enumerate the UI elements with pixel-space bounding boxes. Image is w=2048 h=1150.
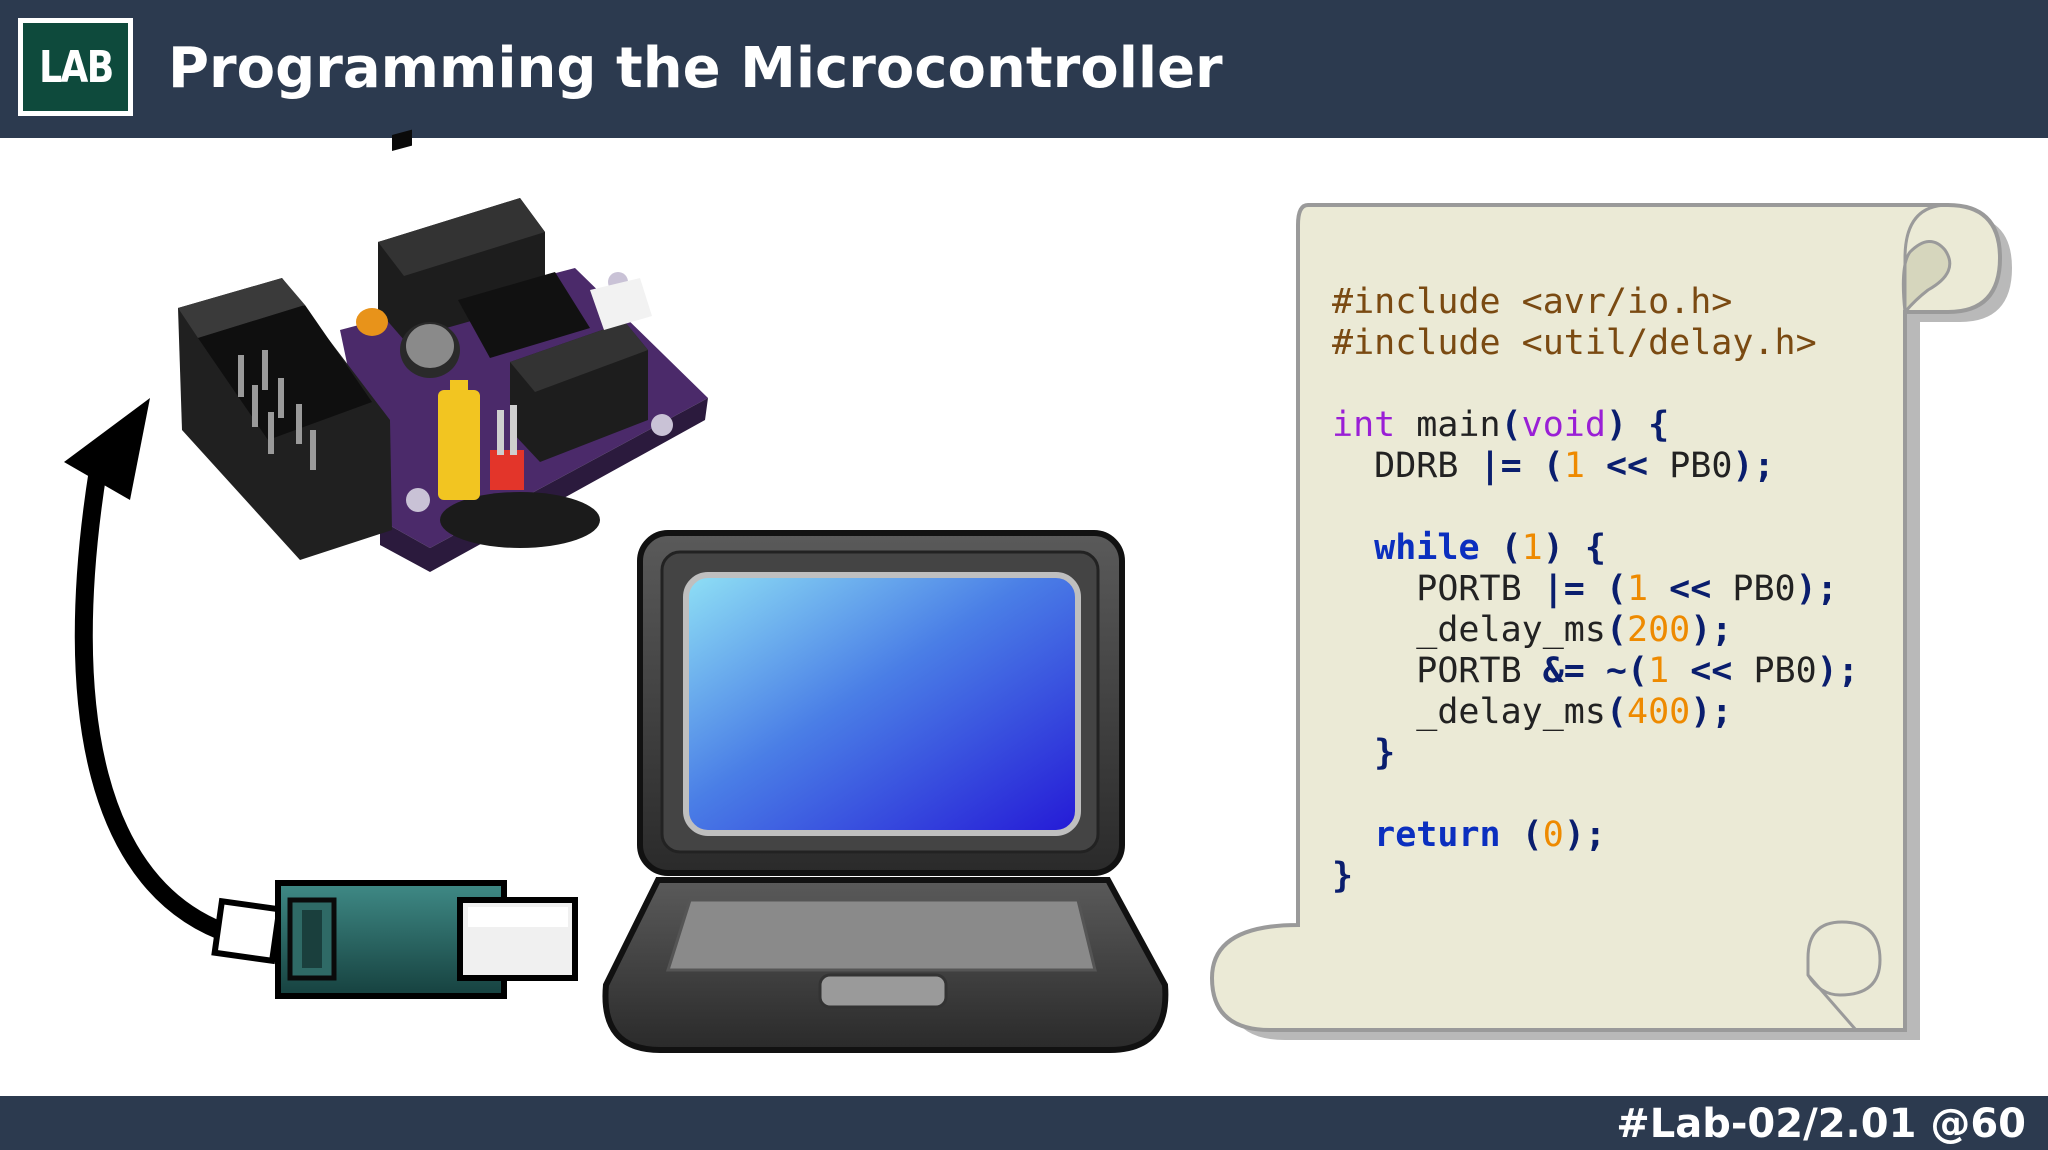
- code-token: PB0: [1669, 446, 1733, 486]
- code-token: [1332, 815, 1374, 855]
- code-line: PORTB |= (1 << PB0);: [1332, 569, 1859, 610]
- code-token: _delay_ms: [1332, 692, 1606, 732]
- code-line: }: [1332, 856, 1859, 897]
- code-token: (: [1605, 610, 1628, 650]
- laptop-screen: [683, 572, 1081, 836]
- usb-programmer: [211, 880, 578, 999]
- code-scroll: [1209, 203, 2012, 1040]
- code-token: PORTB: [1332, 651, 1543, 691]
- code-token: );: [1690, 610, 1733, 650]
- code-token: 1: [1521, 528, 1543, 568]
- code-token: );: [1816, 651, 1859, 691]
- laptop: [602, 530, 1169, 1053]
- code-line: _delay_ms(400);: [1332, 692, 1859, 733]
- code-line: return (0);: [1332, 815, 1859, 856]
- laptop-keyboard: [665, 898, 1097, 972]
- code-token: &= ~(: [1542, 651, 1649, 691]
- code-token: [1332, 528, 1374, 568]
- code-line: }: [1332, 733, 1859, 774]
- mount-hole: [651, 414, 673, 436]
- jumper-yellow: [438, 390, 480, 500]
- code-token: void: [1521, 405, 1606, 445]
- code-token: 1: [1648, 651, 1670, 691]
- code-line: _delay_ms(200);: [1332, 610, 1859, 651]
- code-token: |= (: [1479, 446, 1564, 486]
- pin-header-right: [510, 322, 648, 462]
- arrow-head-icon: [64, 398, 150, 500]
- mount-hole: [406, 488, 430, 512]
- code-listing: #include <avr/io.h>#include <util/delay.…: [1332, 282, 1859, 897]
- code-token: PORTB: [1332, 569, 1543, 609]
- code-token: );: [1563, 815, 1606, 855]
- code-token: );: [1690, 692, 1733, 732]
- code-token: |= (: [1542, 569, 1628, 609]
- code-token: 1: [1627, 569, 1649, 609]
- code-line: PORTB &= ~(1 << PB0);: [1332, 651, 1859, 692]
- capacitor-small: [356, 308, 388, 336]
- code-token: }: [1332, 733, 1396, 773]
- ic-chip: [458, 272, 590, 358]
- code-token: 200: [1627, 610, 1691, 650]
- code-token: ) {: [1605, 405, 1670, 445]
- power-connector: [590, 278, 652, 330]
- code-token: (: [1605, 692, 1628, 732]
- code-token: 1: [1563, 446, 1585, 486]
- code-token: while: [1374, 528, 1480, 568]
- code-token: (: [1479, 528, 1522, 568]
- microcontroller-board: [178, 129, 708, 572]
- code-token: 400: [1627, 692, 1691, 732]
- code-line: [1332, 364, 1859, 405]
- code-token: int: [1332, 405, 1396, 445]
- code-token: ) {: [1542, 528, 1606, 568]
- slide-reference: #Lab-02/2.01 @60: [1616, 1101, 2026, 1147]
- laptop-touchpad: [818, 973, 948, 1009]
- code-token: <<: [1669, 651, 1754, 691]
- code-line: while (1) {: [1332, 528, 1859, 569]
- code-line: int main(void) {: [1332, 405, 1859, 446]
- code-line: [1332, 487, 1859, 528]
- code-token: (: [1500, 405, 1522, 445]
- slide-title: Programming the Microcontroller: [168, 36, 1223, 101]
- code-token: );: [1732, 446, 1775, 486]
- code-line: DDRB |= (1 << PB0);: [1332, 446, 1859, 487]
- code-token: #include <util/delay.h>: [1332, 323, 1817, 363]
- footer-bar: #Lab-02/2.01 @60: [0, 1096, 2048, 1150]
- lab-logo: LAB: [18, 18, 133, 116]
- code-token: #include <avr/io.h>: [1332, 282, 1733, 322]
- code-token: return: [1374, 815, 1501, 855]
- code-token: DDRB: [1332, 446, 1480, 486]
- code-token: PB0: [1753, 651, 1817, 691]
- code-token: (: [1500, 815, 1543, 855]
- code-token: );: [1795, 569, 1838, 609]
- code-line: #include <avr/io.h>: [1332, 282, 1859, 323]
- lab-logo-text: LAB: [38, 41, 114, 93]
- title-bar: LAB Programming the Microcontroller: [0, 0, 2048, 138]
- code-token: 0: [1542, 815, 1564, 855]
- code-token: <<: [1648, 569, 1733, 609]
- curved-arrow: [64, 398, 241, 944]
- code-line: [1332, 774, 1859, 815]
- code-token: <<: [1584, 446, 1670, 486]
- isp-header: [178, 278, 392, 560]
- jumper-red: [490, 450, 524, 490]
- code-token: }: [1332, 856, 1354, 896]
- code-token: PB0: [1732, 569, 1796, 609]
- code-line: #include <util/delay.h>: [1332, 323, 1859, 364]
- code-token: main: [1395, 405, 1501, 445]
- code-token: _delay_ms: [1332, 610, 1606, 650]
